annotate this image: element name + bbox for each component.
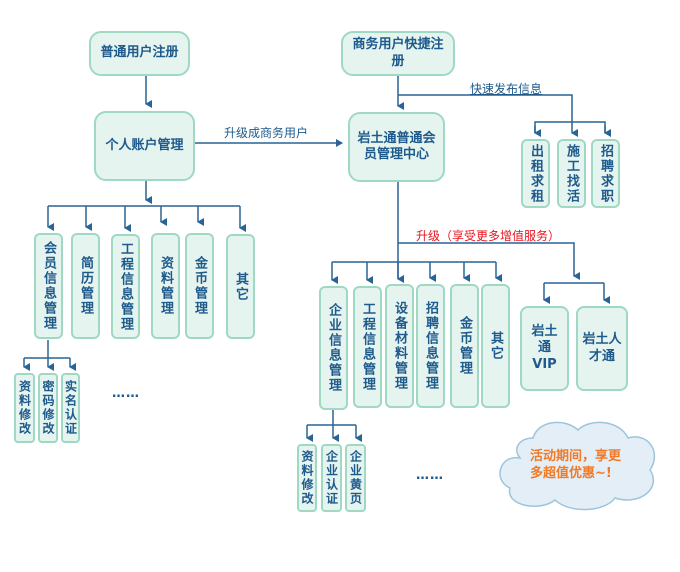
talent-node[interactable]: 岩土人才通: [576, 306, 628, 391]
other-right-node[interactable]: 其它: [481, 284, 510, 408]
left-edit-profile-label: 资料修改: [17, 380, 32, 436]
change-password-node[interactable]: 密码修改: [38, 373, 58, 443]
project-info-label: 工程信息管理: [118, 241, 133, 332]
recruit-info-node[interactable]: 招聘信息管理: [416, 284, 445, 408]
company-auth-node[interactable]: 企业认证: [321, 444, 342, 512]
ellipsis-right: ……: [416, 468, 444, 483]
other-right-label: 其它: [488, 331, 503, 361]
promo-line-2: 多超值优惠~!: [530, 465, 612, 481]
resume-node[interactable]: 简历管理: [71, 233, 100, 339]
business-register-node[interactable]: 商务用户快捷注册: [341, 31, 455, 76]
personal-account-node[interactable]: 个人账户管理: [94, 111, 195, 181]
upgrade-business-label: 升级成商务用户: [224, 126, 309, 140]
yellow-pages-label: 企业黄页: [348, 450, 363, 506]
recruit-label: 招聘求职: [598, 143, 613, 204]
materials-label: 资料管理: [158, 256, 173, 316]
right-coins-label: 金币管理: [457, 316, 472, 376]
change-password-label: 密码修改: [41, 380, 55, 436]
realname-auth-node[interactable]: 实名认证: [61, 373, 80, 443]
construction-node[interactable]: 施工找活: [557, 139, 586, 208]
member-info-label: 会员信息管理: [41, 241, 56, 331]
other-left-label: 其它: [233, 271, 248, 302]
connector-quick-publish: [398, 94, 578, 137]
recruit-info-label: 招聘信息管理: [423, 301, 438, 391]
connector-publish-split: [534, 121, 606, 133]
upgrade-service-label: 升级（享受更多增值服务）: [416, 229, 561, 243]
connector-upgrade-service: [398, 242, 580, 280]
promo-text: 活动期间，享更 多超值优惠~!: [530, 449, 621, 483]
normal-register-label: 普通用户注册: [100, 45, 179, 61]
project-info-node[interactable]: 工程信息管理: [111, 234, 140, 339]
company-info-node[interactable]: 企业信息管理: [319, 286, 348, 410]
coins-label: 金币管理: [192, 256, 207, 316]
member-info-node[interactable]: 会员信息管理: [34, 233, 63, 339]
other-left-node[interactable]: 其它: [226, 234, 255, 339]
ellipsis-left: ……: [112, 386, 140, 401]
right-edit-profile-node[interactable]: 资料修改: [297, 444, 317, 512]
recruit-node[interactable]: 招聘求职: [591, 139, 620, 208]
rent-node[interactable]: 出租求租: [521, 139, 550, 208]
normal-register-node[interactable]: 普通用户注册: [89, 31, 190, 76]
member-center-label: 岩土通普通会员管理中心: [357, 130, 436, 162]
right-project-info-label: 工程信息管理: [360, 302, 375, 392]
promo-line-1: 活动期间，享更: [530, 449, 622, 464]
equipment-label: 设备材料管理: [392, 301, 407, 391]
construction-label: 施工找活: [564, 143, 579, 204]
right-coins-node[interactable]: 金币管理: [450, 284, 479, 408]
rent-label: 出租求租: [528, 143, 543, 204]
company-auth-label: 企业认证: [324, 450, 339, 506]
resume-label: 简历管理: [78, 256, 93, 316]
quick-publish-label: 快速发布信息: [470, 82, 543, 96]
vip-label: 岩土通VIP: [531, 324, 558, 372]
business-register-label: 商务用户快捷注册: [352, 37, 444, 69]
equipment-node[interactable]: 设备材料管理: [385, 284, 414, 408]
promo-cloud-shape: [499, 421, 656, 511]
member-center-node[interactable]: 岩土通普通会员管理中心: [348, 112, 445, 182]
left-edit-profile-node[interactable]: 资料修改: [14, 373, 35, 443]
vip-node[interactable]: 岩土通VIP: [520, 306, 569, 391]
talent-label: 岩土人才通: [582, 332, 622, 364]
realname-auth-label: 实名认证: [63, 380, 78, 436]
personal-account-label: 个人账户管理: [105, 137, 184, 153]
company-info-label: 企业信息管理: [326, 303, 341, 393]
right-edit-profile-label: 资料修改: [300, 450, 314, 506]
right-project-info-node[interactable]: 工程信息管理: [353, 286, 382, 408]
yellow-pages-node[interactable]: 企业黄页: [345, 444, 366, 512]
materials-node[interactable]: 资料管理: [151, 233, 180, 339]
coins-node[interactable]: 金币管理: [185, 233, 214, 339]
